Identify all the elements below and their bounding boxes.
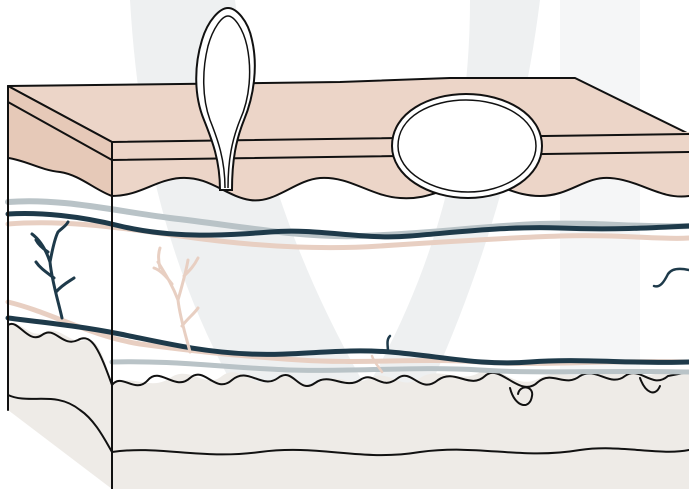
cyst [392,94,542,198]
epidermis-top-face [8,78,689,142]
capillary-dark [32,222,74,318]
capillary-edge [654,269,689,287]
hypodermis-front [112,370,689,489]
